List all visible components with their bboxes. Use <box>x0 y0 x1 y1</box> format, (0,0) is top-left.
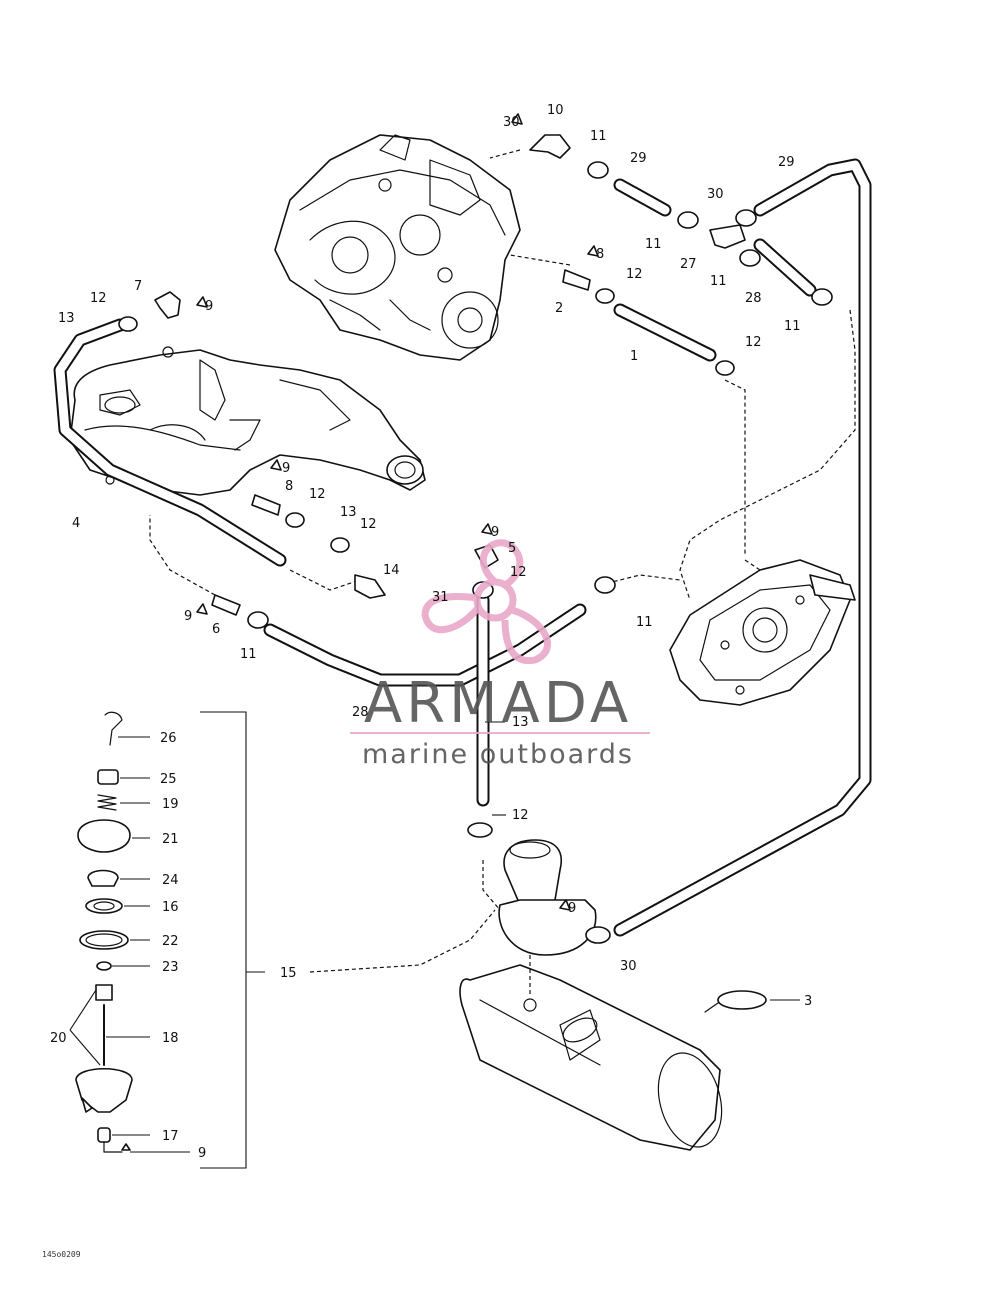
callout-11-b: 11 <box>645 237 662 252</box>
callout-30-top: 30 <box>503 115 520 130</box>
propeller-logo <box>421 539 551 665</box>
hoses <box>53 158 872 937</box>
callout-30-low: 30 <box>620 959 637 974</box>
valve-assembly-exploded <box>75 711 133 1153</box>
callout-31: 31 <box>432 590 449 605</box>
leader-lines <box>69 721 800 1153</box>
callout-5: 5 <box>508 541 516 556</box>
callout-28-a: 28 <box>745 291 762 306</box>
flow-lines <box>149 149 856 995</box>
callout-24: 24 <box>162 873 179 888</box>
assembly-bracket <box>200 711 247 1169</box>
callout-12-d: 12 <box>309 487 326 502</box>
callout-13-c: 13 <box>512 715 529 730</box>
callout-12-b: 12 <box>745 335 762 350</box>
callout-26: 26 <box>160 731 177 746</box>
callouts: 30 10 11 29 29 30 11 27 11 28 11 8 12 2 … <box>50 103 812 1161</box>
callout-7: 7 <box>134 279 142 294</box>
callout-23: 23 <box>162 960 179 975</box>
callout-11-d: 11 <box>784 319 801 334</box>
callout-29-a: 29 <box>630 151 647 166</box>
callout-20-a: 20 <box>50 1031 67 1046</box>
callout-15: 15 <box>280 966 297 981</box>
callout-9-a: 9 <box>205 299 213 314</box>
watermark-subtitle: marine outboards <box>362 739 634 770</box>
callout-12-e: 12 <box>360 517 377 532</box>
muffler <box>459 964 723 1151</box>
callout-8-a: 8 <box>596 247 604 262</box>
callout-17: 17 <box>162 1129 179 1144</box>
callout-6: 6 <box>212 622 220 637</box>
callout-13-b: 13 <box>340 505 357 520</box>
callout-11-e: 11 <box>240 647 257 662</box>
watermark-title: ARMADA <box>364 671 632 736</box>
callout-27: 27 <box>680 257 697 272</box>
callout-11-f: 11 <box>636 615 653 630</box>
watermark: ARMADA marine outboards <box>350 539 650 770</box>
callout-19: 19 <box>162 797 179 812</box>
callout-10: 10 <box>547 103 564 118</box>
fittings <box>118 113 833 1013</box>
callout-30-mid: 30 <box>707 187 724 202</box>
callout-2: 2 <box>555 301 563 316</box>
callout-9-c: 9 <box>491 525 499 540</box>
callout-12-a: 12 <box>626 267 643 282</box>
callout-18: 18 <box>162 1031 179 1046</box>
callout-8-b: 8 <box>285 479 293 494</box>
water-box <box>498 839 597 956</box>
callout-9-b: 9 <box>282 461 290 476</box>
engine-block <box>274 134 521 361</box>
exhaust-manifold <box>69 346 426 496</box>
callout-14: 14 <box>383 563 400 578</box>
callout-9-f: 9 <box>568 901 576 916</box>
callout-4: 4 <box>72 516 80 531</box>
callout-22: 22 <box>162 934 179 949</box>
callout-11-c: 11 <box>710 274 727 289</box>
callout-13-a: 13 <box>58 311 75 326</box>
callout-16: 16 <box>162 900 179 915</box>
callout-12-c: 12 <box>90 291 107 306</box>
exhaust-outlet-housing <box>669 559 856 706</box>
callout-29-b: 29 <box>778 155 795 170</box>
callout-9-e: 9 <box>198 1146 206 1161</box>
callout-28-b: 28 <box>352 705 369 720</box>
diagram-code: 145o0209 <box>42 1250 81 1259</box>
callout-12-f: 12 <box>510 565 527 580</box>
callout-12-g: 12 <box>512 808 529 823</box>
callout-21: 21 <box>162 832 179 847</box>
callout-1: 1 <box>630 349 638 364</box>
callout-3: 3 <box>804 994 812 1009</box>
callout-11-a: 11 <box>590 129 607 144</box>
callout-25: 25 <box>160 772 177 787</box>
callout-9-d: 9 <box>184 609 192 624</box>
